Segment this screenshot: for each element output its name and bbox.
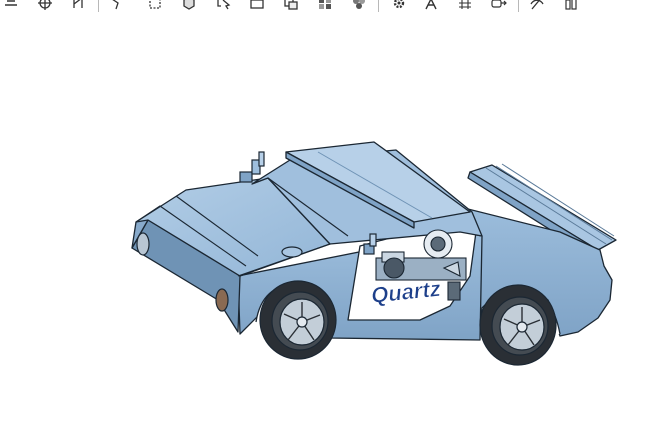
chassis-internals xyxy=(375,229,467,301)
antenna-posts xyxy=(239,151,377,258)
front-wheel xyxy=(259,280,337,360)
toolbar-separator xyxy=(518,0,519,12)
hide-show-icon[interactable] xyxy=(528,0,546,12)
appearance-icon[interactable] xyxy=(350,0,368,12)
smart-dimension-icon[interactable] xyxy=(146,0,164,12)
display-style-icon[interactable] xyxy=(316,0,334,12)
section-view-icon[interactable] xyxy=(282,0,300,12)
graphics-viewport[interactable]: Quartz xyxy=(0,14,656,426)
view-orientation-icon[interactable] xyxy=(2,0,20,12)
lighting-icon[interactable] xyxy=(422,0,440,12)
rear-wheel xyxy=(479,284,557,366)
headlights xyxy=(136,232,229,312)
settings-icon[interactable] xyxy=(390,0,408,12)
pan-icon[interactable] xyxy=(36,0,54,12)
sketch-icon[interactable] xyxy=(108,0,126,12)
zoom-area-icon[interactable] xyxy=(70,0,88,12)
graphics-toolbar xyxy=(0,0,656,14)
extrude-icon[interactable] xyxy=(180,0,198,12)
toggle-view-icon[interactable] xyxy=(490,0,508,12)
toolbar-separator xyxy=(98,0,99,12)
car-model[interactable]: Quartz xyxy=(0,14,656,426)
toolbar-separator xyxy=(378,0,379,12)
select-icon[interactable] xyxy=(214,0,232,12)
alignment-icon[interactable] xyxy=(456,0,474,12)
mass-properties-icon[interactable] xyxy=(562,0,580,12)
measure-icon[interactable] xyxy=(248,0,266,12)
